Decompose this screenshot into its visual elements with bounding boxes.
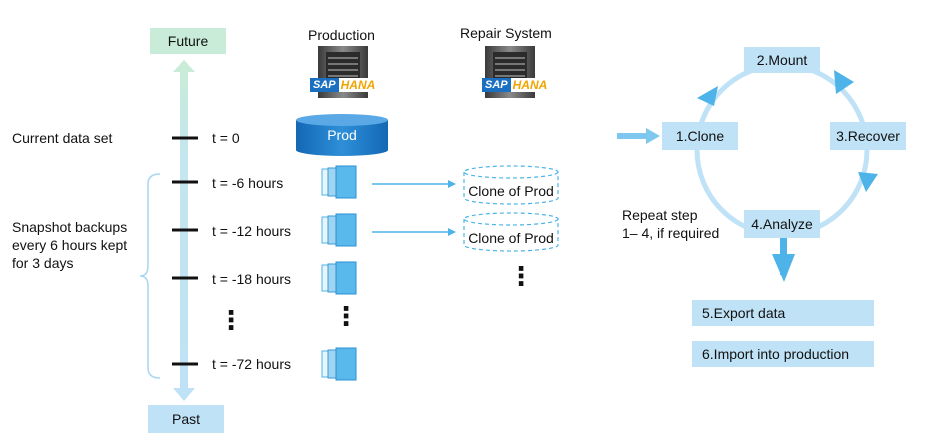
tick-label: t = -72 hours	[212, 356, 291, 372]
step-recover: 3.Recover	[830, 122, 906, 150]
hana-logo-text: HANA	[338, 78, 376, 92]
clone-ellipsis: ⋮	[508, 261, 534, 291]
step-import-into-production: 6.Import into production	[692, 341, 874, 367]
repair-system-title: Repair System	[460, 25, 552, 41]
cycle-ring	[617, 62, 878, 282]
snapshot-stack-icon	[321, 261, 357, 295]
sap-logo-text: SAP	[310, 78, 339, 92]
clone-database-icon	[463, 165, 559, 205]
step-clone: 1.Clone	[662, 122, 738, 150]
hana-logo-text: HANA	[510, 78, 548, 92]
repeat-note-line: Repeat step	[622, 207, 698, 223]
snapshot-label-line: every 6 hours kept	[12, 237, 128, 253]
clone-arrows	[372, 180, 456, 236]
current-data-set-label: Current data set	[12, 130, 113, 146]
sap-logo-text: SAP	[482, 78, 511, 92]
snapshot-backups-label: Snapshot backups every 6 hours kept for …	[12, 218, 127, 272]
timeline-ticks	[172, 136, 198, 366]
clone-label: Clone of Prod	[468, 183, 554, 199]
snapshot-label-line: Snapshot backups	[12, 219, 128, 235]
tick-label: t = 0	[212, 130, 240, 146]
snapshot-stack-icon	[321, 165, 357, 199]
snapshot-bracket	[139, 173, 161, 379]
production-title: Production	[308, 27, 375, 43]
snapshot-stack-icon	[321, 347, 357, 381]
snapshot-stack-icon	[321, 213, 357, 247]
past-label: Past	[148, 405, 224, 433]
future-label: Future	[150, 28, 226, 54]
prod-database-label: Prod	[327, 127, 357, 143]
step-analyze: 4.Analyze	[744, 210, 820, 238]
production-sap-hana-logo: SAP HANA	[310, 78, 376, 92]
clone-database-icon	[463, 212, 559, 252]
step-export-data: 5.Export data	[692, 300, 874, 326]
repair-sap-hana-logo: SAP HANA	[482, 78, 548, 92]
tick-label: t = -12 hours	[212, 223, 291, 239]
prod-database-icon	[296, 114, 388, 156]
tick-label: t = -18 hours	[212, 271, 291, 287]
clone-label: Clone of Prod	[468, 230, 554, 246]
repeat-step-note: Repeat step 1– 4, if required	[622, 206, 719, 242]
tick-label: t = -6 hours	[212, 175, 284, 191]
snapshot-ellipsis: ⋮	[333, 301, 359, 331]
timeline-ellipsis: ⋮	[218, 305, 244, 335]
repeat-note-line: 1– 4, if required	[622, 225, 720, 241]
step-mount: 2.Mount	[744, 47, 820, 73]
snapshot-label-line: for 3 days	[12, 255, 74, 271]
